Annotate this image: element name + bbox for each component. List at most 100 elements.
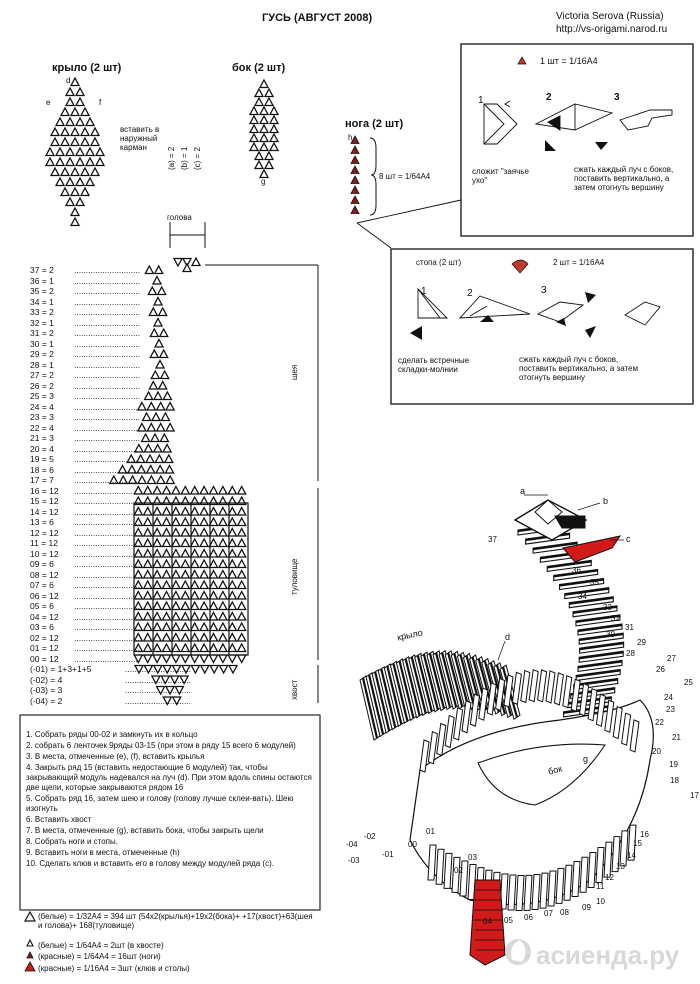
module-triangle xyxy=(50,137,60,147)
leg-bracket xyxy=(369,137,377,216)
swan-row-number: 08 xyxy=(560,908,569,917)
module-triangle xyxy=(218,506,228,516)
module-triangle xyxy=(65,177,75,187)
module-triangle xyxy=(152,485,162,495)
body-back-module xyxy=(562,675,573,709)
module-triangle xyxy=(218,590,228,600)
neck-module-edge xyxy=(579,651,624,660)
module-triangle xyxy=(254,160,264,170)
row-label: 06 = 12............................ xyxy=(30,590,141,601)
module-triangle xyxy=(218,654,228,664)
module-triangle xyxy=(208,527,219,537)
module-triangle xyxy=(159,433,170,443)
module-triangle xyxy=(218,559,228,569)
module-triangle xyxy=(180,601,190,611)
module-triangle xyxy=(180,643,190,653)
module-triangle xyxy=(95,157,105,167)
row-label: 24 = 4............................ xyxy=(30,401,141,412)
module-triangle xyxy=(171,559,181,569)
module-triangle xyxy=(149,349,159,359)
module-triangle xyxy=(171,538,181,548)
row-label: 31 = 2............................ xyxy=(30,328,141,338)
watermark-text: асиенда.ру xyxy=(536,940,680,970)
module-triangle xyxy=(75,177,85,187)
module-triangle xyxy=(159,328,169,338)
module-triangle xyxy=(143,643,153,653)
module-triangle xyxy=(218,632,228,642)
module-triangle xyxy=(161,643,172,653)
wing-module-edge xyxy=(422,653,439,711)
neck-module-edge xyxy=(576,669,621,678)
body-back-module xyxy=(537,669,548,703)
module-triangle xyxy=(208,654,219,664)
module-triangle xyxy=(157,286,167,296)
row-label: 05 = 6............................ xyxy=(30,601,141,611)
module-triangle xyxy=(227,654,237,664)
row-label: 29 = 2............................ xyxy=(30,349,141,359)
point-h: h xyxy=(348,133,353,142)
row-label: 16 = 12............................ xyxy=(30,485,141,496)
neck-module-edge xyxy=(575,614,621,623)
row-label: 14 = 12............................ xyxy=(30,506,141,517)
leg-title: нога (2 шт) xyxy=(345,118,404,130)
module-triangle xyxy=(153,296,163,306)
module-triangle xyxy=(150,433,160,443)
body-belly-module xyxy=(611,836,621,873)
body-back-module xyxy=(553,672,564,706)
row-label: 32 = 1............................ xyxy=(30,317,141,328)
module-triangle xyxy=(180,506,190,516)
module-triangle xyxy=(45,157,55,167)
module-triangle xyxy=(80,187,90,197)
foot-count: 2 шт = 1/16A4 xyxy=(553,258,605,267)
row-label: (-03) = 3............................ xyxy=(30,685,192,695)
module-triangle xyxy=(143,590,153,600)
swan-row-number: 11 xyxy=(596,882,605,891)
module-triangle xyxy=(85,157,95,167)
module-triangle xyxy=(237,559,247,569)
module-triangle xyxy=(249,115,259,125)
module-triangle xyxy=(152,538,162,548)
module-triangle xyxy=(65,147,75,157)
module-triangle xyxy=(259,142,269,152)
module-triangle xyxy=(171,590,181,600)
module-triangle xyxy=(259,79,269,89)
row-label: 20 = 4............................ xyxy=(30,443,141,454)
module-triangle xyxy=(171,548,181,558)
body-back-module xyxy=(486,682,497,716)
body-belly-module xyxy=(563,864,573,901)
swan-row-number: 03 xyxy=(468,853,477,862)
body-back-module xyxy=(511,671,522,705)
wing-module-edge xyxy=(410,656,427,714)
legend-red-small: (красные) = 1/64A4 = 16шт (ноги) xyxy=(38,952,161,961)
row-label: 34 = 1............................ xyxy=(30,296,141,307)
module-triangle xyxy=(190,622,200,632)
module-triangle xyxy=(161,601,172,611)
foot-step-1: 1 xyxy=(421,286,427,297)
module-triangle xyxy=(190,485,200,495)
module-triangle xyxy=(209,664,219,674)
body-belly-module xyxy=(627,824,637,861)
swan-label-g: g xyxy=(583,754,589,764)
module-triangle xyxy=(50,167,60,177)
module-triangle xyxy=(180,548,190,558)
row-label: 15 = 12............................ xyxy=(30,496,141,506)
foot-box xyxy=(390,248,694,405)
side-module-diagram xyxy=(249,79,279,179)
module-triangle xyxy=(60,187,70,197)
instruction-10: 10. Сделать клюв и вставить его в голову… xyxy=(26,859,274,868)
module-triangle xyxy=(70,187,80,197)
row-label: 18 = 6............................ xyxy=(30,464,141,475)
instruction-6: 6. Вставить хвост xyxy=(26,815,92,824)
module-triangle xyxy=(199,548,209,558)
module-triangle xyxy=(269,133,279,143)
module-triangle xyxy=(165,475,175,485)
row-label: 27 = 2............................ xyxy=(30,370,141,380)
module-triangle xyxy=(152,590,162,600)
module-triangle xyxy=(143,622,153,632)
wing-title: крыло (2 шт) xyxy=(52,62,122,74)
module-triangle xyxy=(154,454,165,464)
module-triangle xyxy=(147,286,157,296)
module-triangle xyxy=(190,580,200,590)
site-url: http://vs-origami.narod.ru xyxy=(556,24,668,35)
module-triangle xyxy=(55,147,65,157)
